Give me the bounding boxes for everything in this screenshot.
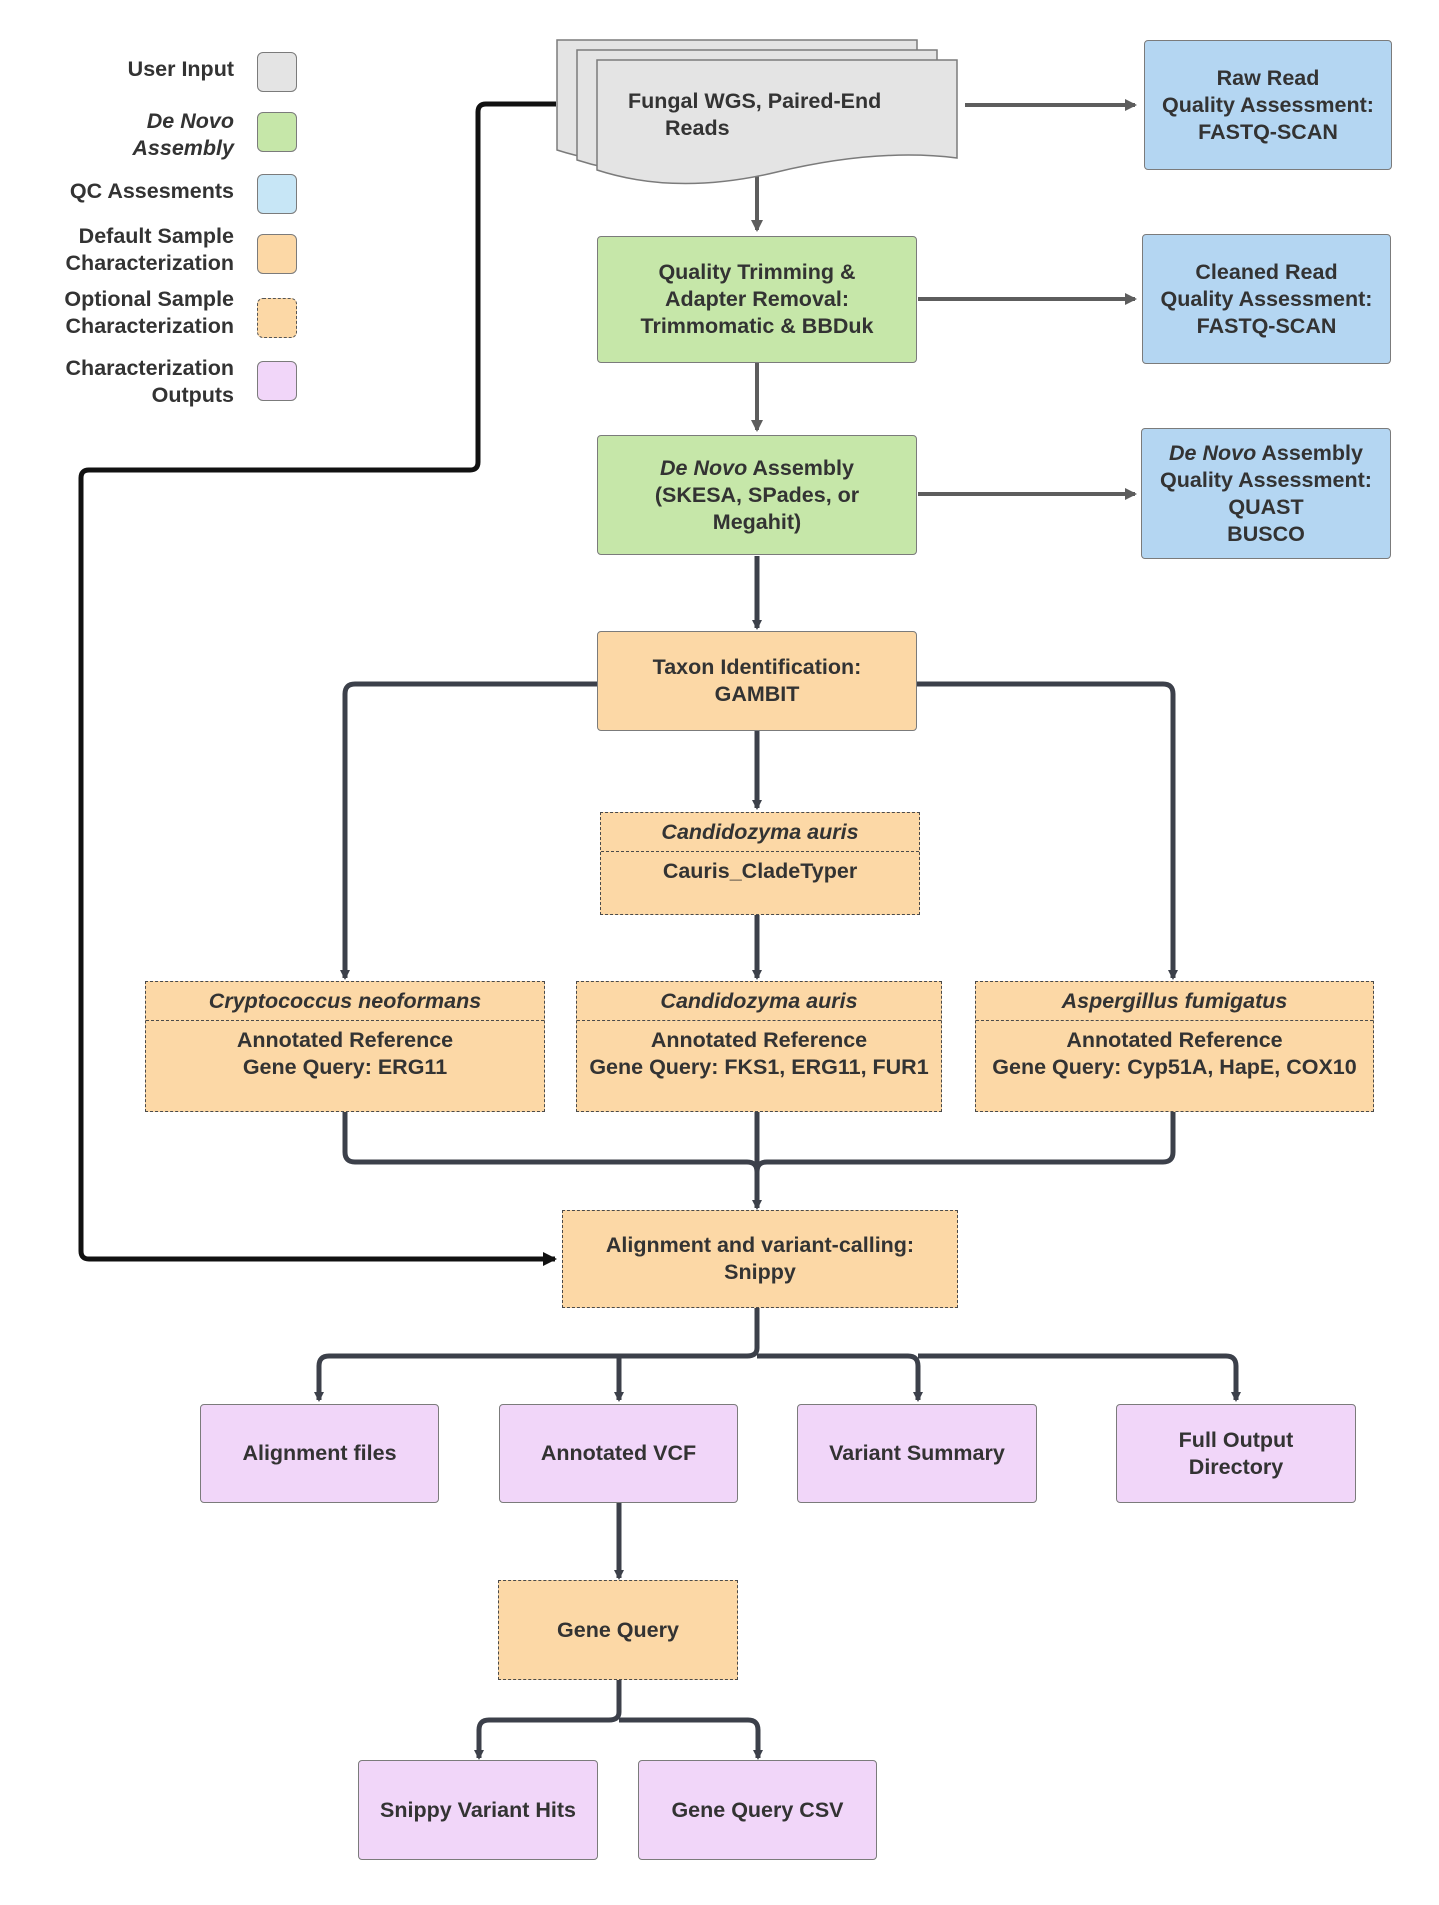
arrow-input-to-snippy [78, 101, 557, 1266]
merge-asper [754, 1112, 1176, 1173]
arrow-gene-query-to-hits [474, 1680, 622, 1760]
legend-default-label: Default Sample Characterization [65, 224, 234, 275]
trimming-box: Quality Trimming & Adapter Removal: Trim… [597, 236, 917, 363]
snippy-box: Alignment and variant-calling: Snippy [562, 1210, 958, 1308]
reads-document-stack-icon [556, 39, 958, 185]
legend-optional-label: Optional Sample Characterization [64, 287, 234, 338]
legend-de-novo-label: De Novo Assembly [132, 109, 234, 160]
arrow-taxon-to-asper [917, 681, 1178, 980]
output-gene-query-csv: Gene Query CSV [638, 1760, 877, 1860]
taxon-identification-box: Taxon Identification: GAMBIT [597, 631, 917, 731]
legend-qc-label: QC Assesments [69, 179, 234, 203]
query-candidozyma-box: Candidozyma auris Annotated Reference Ge… [576, 981, 942, 1112]
arrow-snippy-to-alignment [314, 1305, 760, 1402]
output-full-directory: Full Output Directory [1116, 1404, 1356, 1503]
clade-typer-box: Candidozyma auris Cauris_CladeTyper [600, 812, 920, 915]
arrow-snippy-to-full [918, 1353, 1241, 1402]
output-alignment-files: Alignment files [200, 1404, 439, 1503]
clade-typer-body: Cauris_CladeTyper [662, 859, 858, 883]
output-annotated-vcf: Annotated VCF [499, 1404, 738, 1503]
query-aspergillus-box: Aspergillus fumigatus Annotated Referenc… [975, 981, 1374, 1112]
legend-outputs-swatch [257, 361, 297, 401]
query-cryptococcus-box: Cryptococcus neoformans Annotated Refere… [145, 981, 545, 1112]
legend-qc-swatch [257, 174, 297, 214]
arrow-snippy-to-summary [757, 1353, 923, 1402]
de-novo-assembly-box: De Novo Assembly (SKESA, SPades, or Mega… [597, 435, 917, 555]
legend-de-novo-swatch [257, 112, 297, 152]
output-snippy-variant-hits: Snippy Variant Hits [358, 1760, 598, 1860]
gene-query-box: Gene Query [498, 1580, 738, 1680]
merge-crypto [342, 1112, 760, 1173]
legend-user-input-label: User Input [127, 57, 234, 81]
legend-optional-swatch [257, 298, 297, 338]
output-variant-summary: Variant Summary [797, 1404, 1037, 1503]
clade-typer-header: Candidozyma auris [601, 813, 919, 852]
raw-read-qc-box: Raw Read Quality Assessment: FASTQ-SCAN [1144, 40, 1392, 170]
arrow-gene-query-to-csv [619, 1717, 763, 1760]
assembly-qc-box: De Novo Assembly Quality Assessment: QUA… [1141, 428, 1391, 559]
legend-default-swatch [257, 234, 297, 274]
legend-user-input-swatch [257, 52, 297, 92]
cleaned-read-qc-box: Cleaned Read Quality Assessment: FASTQ-S… [1142, 234, 1391, 364]
input-reads-label: Fungal WGS, Paired-End Reads [628, 89, 882, 140]
arrow-taxon-to-crypto [340, 681, 597, 980]
legend-outputs-label: Characterization Outputs [65, 356, 234, 407]
